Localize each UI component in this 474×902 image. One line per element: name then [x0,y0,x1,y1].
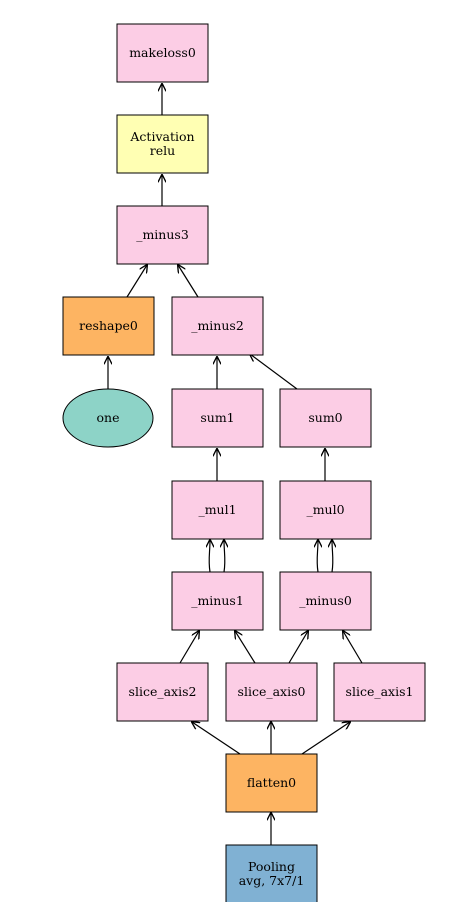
edge-slice_axis2-to-minus1 [179,631,199,664]
node-box [171,296,264,356]
node-label: _minus0 [299,593,352,608]
node-label: reshape0 [79,318,138,333]
node-sum1: sum1 [171,388,264,448]
edge-slice_axis0-to-minus1 [235,631,256,664]
node-label-param: relu [150,143,175,158]
edge-minus0-to-mul0-b [332,540,333,573]
edge-minus0-to-mul0-a [317,540,318,573]
node-label-param: avg, 7x7/1 [239,873,305,888]
edge-sum0-to-minus2 [250,354,298,390]
node-box [62,296,155,356]
edge-slice_axis1-to-minus0 [343,631,363,664]
node-box [225,662,318,722]
node-label: _minus2 [191,318,244,333]
node-box [116,114,209,174]
node-box [333,662,426,722]
node-label: slice_axis1 [346,684,414,699]
node-slice_axis0: slice_axis0 [225,662,318,722]
node-label: makeloss0 [129,45,196,60]
node-box [171,388,264,448]
node-minus1: _minus1 [171,571,264,631]
node-box [116,23,209,83]
node-mul0: _mul0 [279,480,372,540]
node-makeloss0: makeloss0 [116,23,209,83]
node-label: slice_axis2 [129,684,197,699]
node-box [225,753,318,813]
node-box [225,844,318,902]
node-box [171,571,264,631]
edge-minus2-to-minus3 [178,265,199,298]
node-label: _mul0 [306,502,344,517]
node-slice_axis2: slice_axis2 [116,662,209,722]
node-mul1: _mul1 [171,480,264,540]
edge-minus1-to-mul1-a [209,540,210,573]
edge-flatten0-to-slice_axis1 [301,722,350,755]
node-minus3: _minus3 [116,205,209,265]
edge-minus1-to-mul1-b [224,540,225,573]
node-label: sum0 [308,410,342,425]
node-box [116,662,209,722]
node-ellipse [62,388,154,448]
node-label: _minus3 [136,227,189,242]
edge-reshape0-to-minus3 [126,265,147,298]
node-label-op: Activation [129,129,194,144]
node-label: _minus1 [191,593,244,608]
node-label: _mul1 [198,502,236,517]
edge-flatten0-to-slice_axis2 [192,722,241,755]
node-flatten0: flatten0 [225,753,318,813]
node-label: slice_axis0 [238,684,306,699]
node-label: flatten0 [247,775,296,790]
edge-slice_axis0-to-minus0 [288,631,308,664]
node-label-op: Pooling [248,859,295,874]
node-box [279,388,372,448]
node-box [116,205,209,265]
node-box [279,571,372,631]
node-minus0: _minus0 [279,571,372,631]
node-pooling: Pooling avg, 7x7/1 [225,844,318,902]
node-label: one [97,410,120,425]
node-minus2: _minus2 [171,296,264,356]
node-box [279,480,372,540]
node-reshape0: reshape0 [62,296,155,356]
node-label: sum1 [200,410,234,425]
node-box [171,480,264,540]
node-activation: Activation relu [116,114,209,174]
node-slice_axis1: slice_axis1 [333,662,426,722]
node-one: one [62,388,154,448]
node-sum0: sum0 [279,388,372,448]
